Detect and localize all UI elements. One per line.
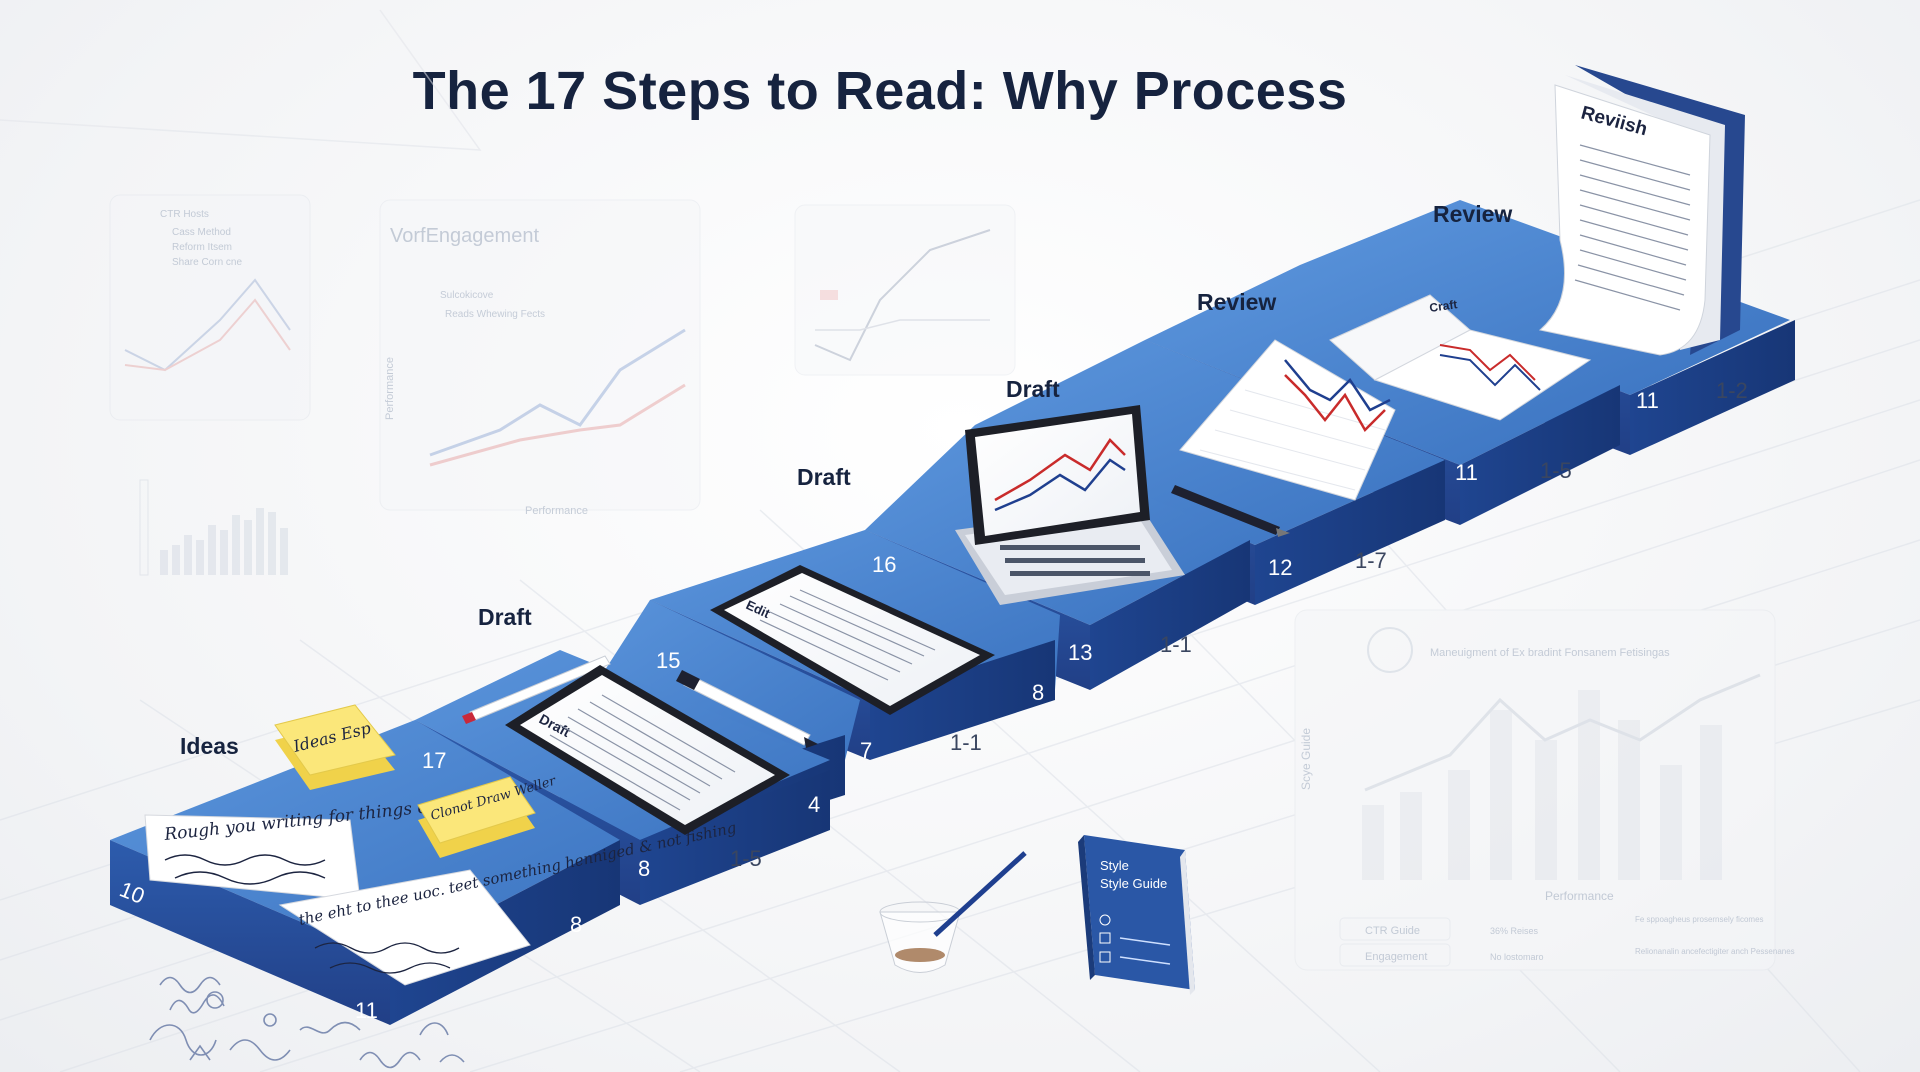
step-3-front-num: 4: [808, 792, 820, 817]
scribble-doodles: [149, 976, 465, 1069]
open-book-icon: Craft: [1329, 294, 1592, 421]
step-6-left-num: 12: [1268, 555, 1292, 580]
step-4-range: 1-1: [950, 730, 982, 755]
ghost-text: Performance: [525, 505, 588, 517]
ghost-text: CTR Hosts: [160, 209, 209, 220]
revision-paper-icon: Reviish: [1538, 65, 1745, 356]
stage-label-draft-2: Draft: [797, 464, 851, 490]
step-2-front-num: 8: [638, 856, 650, 881]
ghost-text: Performance: [1545, 889, 1614, 903]
page-title: The 17 Steps to Read: Why Process: [412, 61, 1348, 121]
style-guide-book-icon: Style Style Guide: [1078, 835, 1195, 995]
book-heading: Craft: [1428, 297, 1458, 315]
ghost-text: Sulcokicove: [440, 290, 494, 301]
glass-brush-icon: [879, 851, 1027, 973]
stage-label-ideas: Ideas: [180, 733, 239, 759]
step-6-range: 1-7: [1355, 548, 1387, 573]
ghost-text: Reform Itsem: [172, 242, 232, 253]
pen-icon: [676, 670, 818, 748]
step-4-left-num: 16: [872, 552, 896, 577]
step-7-range: 1-5: [1540, 458, 1572, 483]
step-numbers: 10 8 11 17 8 1-5 15 4 16 7 1-1 13 8 1-1 …: [116, 378, 1748, 1023]
ghost-text: Reads Whewing Fects: [445, 309, 545, 320]
ghost-panel-center: VorfEngagement Sulcokicove Reads Whewing…: [379, 199, 701, 517]
stage-label-review-2: Review: [1433, 201, 1512, 227]
step-3-left-num: 15: [656, 648, 680, 673]
stage-labels: Ideas Draft Draft Draft Review Review: [180, 201, 1512, 759]
ghost-text: Scye Guide: [1299, 728, 1313, 790]
pen-2-icon: [1171, 485, 1290, 537]
step-5-range: 1-1: [1160, 632, 1192, 657]
chart-paper-icon: [1179, 339, 1396, 501]
ghost-text: No lostomaro: [1490, 952, 1544, 962]
step-4-front-num: 7: [860, 738, 872, 763]
stage-label-draft-1: Draft: [478, 604, 532, 630]
step-1-front-num: 8: [570, 912, 582, 937]
style-guide-line-1: Style: [1100, 858, 1129, 873]
step-5-front-num: 8: [1032, 680, 1044, 705]
ghost-text: 36% Reises: [1490, 926, 1539, 936]
step-8-range: 1-2: [1716, 378, 1748, 403]
tablet-draft-icon: Draft: [505, 665, 790, 835]
laptop-chart-icon: [955, 405, 1185, 605]
stage-label-review-1: Review: [1197, 289, 1276, 315]
sticky-note-ideas: Ideas Esp: [274, 704, 396, 790]
step-8-left-num: 11: [1636, 388, 1659, 413]
ghost-text: Relionanalin ancefectigiter anch Pessena…: [1635, 947, 1795, 956]
step-5-left-num: 13: [1068, 640, 1092, 665]
ghost-text: Performance: [384, 357, 396, 420]
step-7-left-num: 11: [1455, 460, 1478, 485]
ghost-text: Fe sppoagheus prosernsely ficomes: [1635, 915, 1764, 924]
ghost-text: Cass Method: [172, 227, 231, 238]
style-guide-line-2: Style Guide: [1100, 876, 1167, 891]
ghost-text: Engagement: [1365, 951, 1427, 963]
ghost-text: CTR Guide: [1365, 925, 1420, 937]
step-2-left-num: 17: [422, 748, 446, 773]
step-1-bottom-num: 11: [355, 998, 378, 1023]
step-2-range: 1-5: [730, 846, 762, 871]
tablet-edit-icon: Edit: [710, 565, 995, 715]
ghost-panel-left: CTR Hosts Cass Method Reform Itsem Share…: [109, 194, 311, 576]
ghost-text: Share Corn cne: [172, 257, 242, 268]
ghost-text: Maneuigment of Ex bradint Fonsanem Fetis…: [1430, 647, 1670, 659]
ghost-panel-right: Maneuigment of Ex bradint Fonsanem Fetis…: [1294, 609, 1795, 971]
ghost-panel-top-middle: [794, 204, 1016, 376]
pencil-icon: [462, 655, 611, 724]
stage-label-draft-3: Draft: [1006, 376, 1060, 402]
ghost-text: VorfEngagement: [390, 225, 539, 247]
